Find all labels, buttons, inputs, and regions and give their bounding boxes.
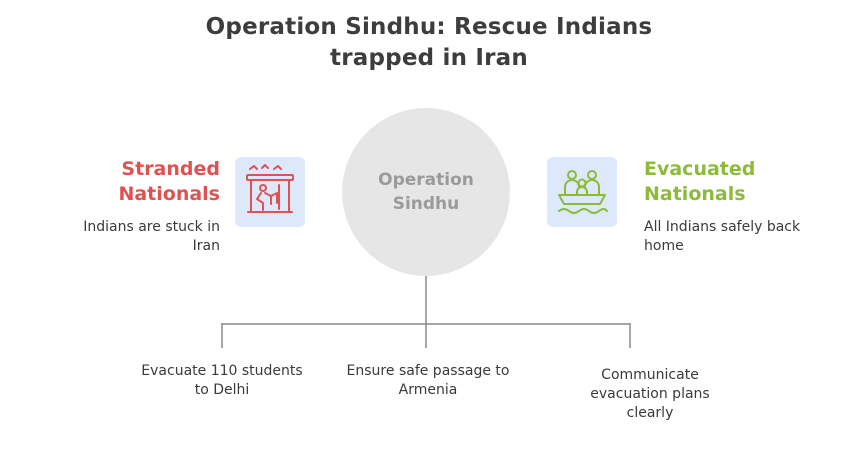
step-3-line-3: clearly: [626, 405, 674, 421]
evacuated-title-line-1: Evacuated: [644, 158, 756, 180]
title-line-1: Operation Sindhu: Rescue Indians: [205, 14, 653, 40]
step-3-line-1: Communicate: [601, 367, 699, 383]
evacuated-description: All Indians safely back home: [644, 218, 834, 256]
evacuated-title: Evacuated Nationals: [644, 157, 824, 207]
step-1-line-1: Evacuate 110 students: [141, 363, 303, 379]
evacuated-desc-line-2: home: [644, 238, 684, 254]
step-2-line-2: Armenia: [398, 382, 458, 398]
trapped-person-icon: [246, 164, 294, 213]
step-communicate-plans: Communicate evacuation plans clearly: [550, 366, 750, 423]
step-3-line-2: evacuation plans: [590, 386, 710, 402]
diagram-title: Operation Sindhu: Rescue Indians trapped…: [0, 12, 858, 74]
stranded-desc-line-2: Iran: [192, 238, 220, 254]
stranded-desc-line-1: Indians are stuck in: [83, 219, 220, 235]
step-safe-passage: Ensure safe passage to Armenia: [328, 362, 528, 400]
step-1-line-2: to Delhi: [194, 382, 250, 398]
stranded-title-line-2: Nationals: [118, 183, 220, 205]
center-label-line-2: Sindhu: [392, 194, 460, 214]
evacuated-title-line-2: Nationals: [644, 183, 746, 205]
stranded-title-line-1: Stranded: [121, 158, 220, 180]
step-2-line-1: Ensure safe passage to: [346, 363, 510, 379]
evacuated-icon-box: [547, 157, 617, 227]
center-circle: [342, 108, 510, 276]
stranded-description: Indians are stuck in Iran: [40, 218, 220, 256]
evacuated-desc-line-1: All Indians safely back: [644, 219, 801, 235]
stranded-title: Stranded Nationals: [60, 157, 220, 207]
people-in-boat-icon: [558, 170, 608, 214]
center-label-line-1: Operation: [378, 170, 474, 190]
step-evacuate-students: Evacuate 110 students to Delhi: [122, 362, 322, 400]
stranded-icon-box: [235, 157, 305, 227]
title-line-2: trapped in Iran: [330, 45, 528, 71]
center-label: Operation Sindhu: [342, 168, 510, 216]
